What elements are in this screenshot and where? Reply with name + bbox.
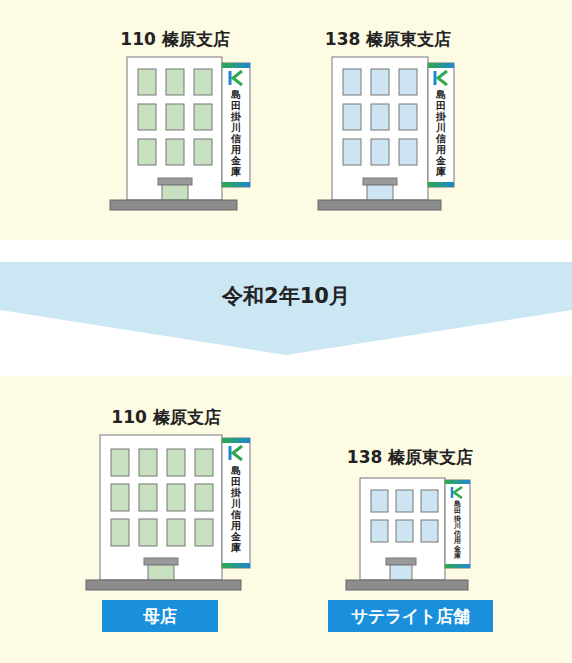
branch-sign: 島田掛川信用金庫 <box>428 63 454 187</box>
sign-text: 島田掛川信用金庫 <box>454 501 461 560</box>
role-tag: サテライト店舗 <box>328 600 493 632</box>
branch-name: 110 榛原支店 <box>120 29 229 49</box>
branch-building: 138 榛原東支店島田掛川信用金庫 <box>344 444 474 592</box>
sign-text: 島田掛川信用金庫 <box>231 89 241 177</box>
branch-building: 138 榛原東支店島田掛川信用金庫 <box>316 26 458 212</box>
ground-band <box>0 0 572 240</box>
sign-text: 島田掛川信用金庫 <box>436 89 446 177</box>
ground-band <box>0 376 572 663</box>
arrow-shape <box>0 262 572 356</box>
branch-name: 138 榛原東支店 <box>347 447 473 467</box>
branch-building <box>86 435 250 590</box>
branch-building: 110 榛原支店島田掛川信用金庫 <box>84 404 254 592</box>
role-label: 母店 <box>143 606 177 626</box>
role-label: サテライト店舗 <box>351 606 470 626</box>
branch-building <box>346 478 470 590</box>
transition-arrow: 令和2年10月 <box>0 262 572 356</box>
branch-name: 110 榛原支店 <box>111 407 220 427</box>
branch-building <box>318 57 454 210</box>
branch-sign: 島田掛川信用金庫 <box>222 438 250 568</box>
branch-building: 110 榛原支店島田掛川信用金庫 <box>108 26 256 212</box>
branch-sign: 島田掛川信用金庫 <box>445 480 470 568</box>
role-tag: 母店 <box>102 600 218 632</box>
branch-sign: 島田掛川信用金庫 <box>222 63 250 187</box>
date-label: 令和2年10月 <box>0 284 572 308</box>
branch-name: 138 榛原東支店 <box>325 29 451 49</box>
sign-text: 島田掛川信用金庫 <box>231 465 241 553</box>
branch-building <box>110 57 250 210</box>
